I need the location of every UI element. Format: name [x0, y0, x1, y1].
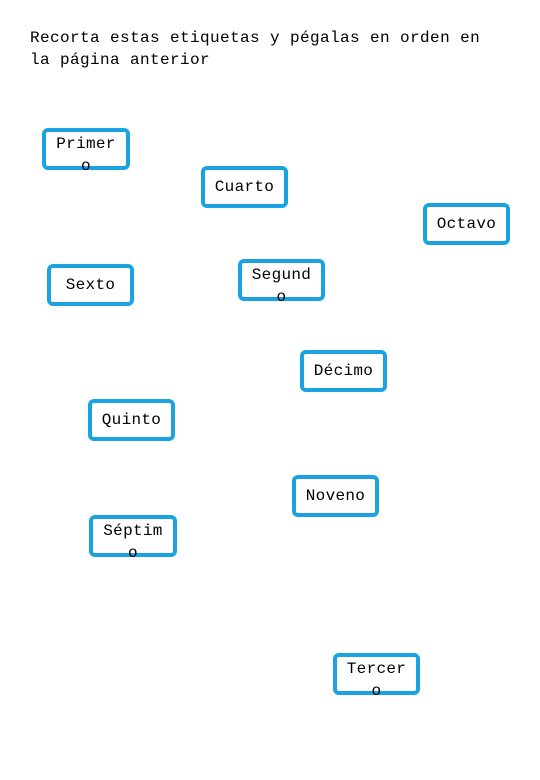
- instructions-text: Recorta estas etiquetas y pégalas en ord…: [30, 29, 481, 69]
- label-cuarto[interactable]: Cuarto: [201, 166, 288, 208]
- label-octavo[interactable]: Octavo: [423, 203, 510, 245]
- label-noveno[interactable]: Noveno: [292, 475, 379, 517]
- label-tercero[interactable]: Tercer o: [333, 653, 420, 700]
- label-sexto[interactable]: Sexto: [47, 264, 134, 306]
- label-primero[interactable]: Primer o: [42, 128, 130, 175]
- label-segundo[interactable]: Segund o: [238, 259, 325, 306]
- label-septimo[interactable]: Séptim o: [89, 515, 177, 562]
- label-decimo[interactable]: Décimo: [300, 350, 387, 392]
- label-quinto[interactable]: Quinto: [88, 399, 175, 441]
